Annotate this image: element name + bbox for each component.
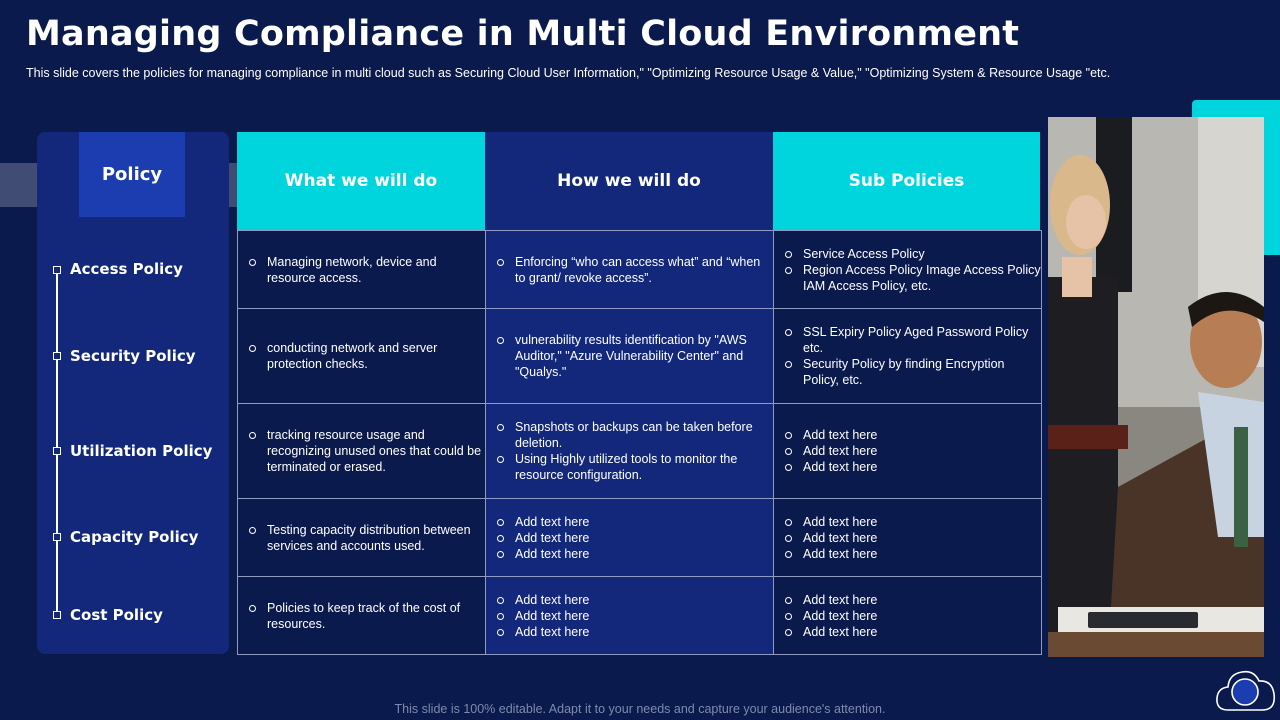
timeline-marker xyxy=(53,352,61,360)
list-item: Add text here xyxy=(494,592,773,608)
timeline-marker xyxy=(53,533,61,541)
bullet-list: Managing network, device and resource ac… xyxy=(246,254,485,286)
list-item: SSL Expiry Policy Aged Password Policy e… xyxy=(782,324,1041,356)
table-cell: Managing network, device and resource ac… xyxy=(237,230,486,309)
table-cell: conducting network and server protection… xyxy=(237,308,486,404)
page-title: Managing Compliance in Multi Cloud Envir… xyxy=(26,14,1020,54)
list-item: vulnerability results identification by … xyxy=(494,332,773,380)
list-item: Enforcing “who can access what” and “whe… xyxy=(494,254,773,286)
page-subtitle: This slide covers the policies for manag… xyxy=(26,66,1111,80)
timeline-marker xyxy=(53,447,61,455)
list-item: conducting network and server protection… xyxy=(246,340,485,372)
bullet-list: Enforcing “who can access what” and “whe… xyxy=(494,254,773,286)
policy-timeline-line xyxy=(56,270,58,616)
list-item: Snapshots or backups can be taken before… xyxy=(494,419,773,451)
list-item: Security Policy by finding Encryption Po… xyxy=(782,356,1041,388)
list-item: Testing capacity distribution between se… xyxy=(246,522,485,554)
footer-note: This slide is 100% editable. Adapt it to… xyxy=(394,702,886,716)
policy-label-utilization: Utilization Policy xyxy=(70,442,213,460)
list-item: Add text here xyxy=(494,530,773,546)
list-item: Region Access Policy Image Access Policy… xyxy=(782,262,1041,294)
table-cell: Testing capacity distribution between se… xyxy=(237,498,486,577)
list-item: Add text here xyxy=(782,427,1041,443)
column-header-sub-policies: Sub Policies xyxy=(773,132,1040,230)
policy-label-access: Access Policy xyxy=(70,260,183,278)
column-header-what: What we will do xyxy=(237,132,485,230)
list-item: Add text here xyxy=(782,546,1041,562)
list-item: Add text here xyxy=(782,443,1041,459)
timeline-marker xyxy=(53,266,61,274)
bullet-list: vulnerability results identification by … xyxy=(494,332,773,380)
list-item: Add text here xyxy=(782,608,1041,624)
list-item: Add text here xyxy=(782,592,1041,608)
list-item: Add text here xyxy=(494,546,773,562)
bullet-list: Testing capacity distribution between se… xyxy=(246,522,485,554)
policy-header: Policy xyxy=(79,132,185,217)
timeline-marker xyxy=(53,611,61,619)
list-item: Service Access Policy xyxy=(782,246,1041,262)
bullet-list: Policies to keep track of the cost of re… xyxy=(246,600,485,632)
policy-panel xyxy=(37,132,229,654)
table-cell: tracking resource usage and recognizing … xyxy=(237,403,486,499)
list-item: Managing network, device and resource ac… xyxy=(246,254,485,286)
table-cell: Snapshots or backups can be taken before… xyxy=(485,403,774,499)
bullet-list: tracking resource usage and recognizing … xyxy=(246,427,485,475)
table-cell: Enforcing “who can access what” and “whe… xyxy=(485,230,774,309)
table-cell: Policies to keep track of the cost of re… xyxy=(237,576,486,655)
policy-table: Managing network, device and resource ac… xyxy=(237,230,1042,655)
list-item: Policies to keep track of the cost of re… xyxy=(246,600,485,632)
bullet-list: SSL Expiry Policy Aged Password Policy e… xyxy=(782,324,1041,388)
business-meeting-photo xyxy=(1048,117,1264,657)
list-item: Add text here xyxy=(494,624,773,640)
policy-label-security: Security Policy xyxy=(70,347,196,365)
cloud-icon xyxy=(1214,664,1278,719)
list-item: Add text here xyxy=(782,530,1041,546)
bullet-list: conducting network and server protection… xyxy=(246,340,485,372)
list-item: Add text here xyxy=(782,459,1041,475)
bullet-list: Snapshots or backups can be taken before… xyxy=(494,419,773,483)
list-item: Add text here xyxy=(494,608,773,624)
list-item: Add text here xyxy=(782,624,1041,640)
list-item: tracking resource usage and recognizing … xyxy=(246,427,485,475)
table-cell: SSL Expiry Policy Aged Password Policy e… xyxy=(773,308,1042,404)
column-header-how: How we will do xyxy=(485,132,773,230)
table-cell: vulnerability results identification by … xyxy=(485,308,774,404)
policy-label-capacity: Capacity Policy xyxy=(70,528,199,546)
list-item: Using Highly utilized tools to monitor t… xyxy=(494,451,773,483)
list-item: Add text here xyxy=(782,514,1041,530)
policy-label-cost: Cost Policy xyxy=(70,606,163,624)
list-item: Add text here xyxy=(494,514,773,530)
